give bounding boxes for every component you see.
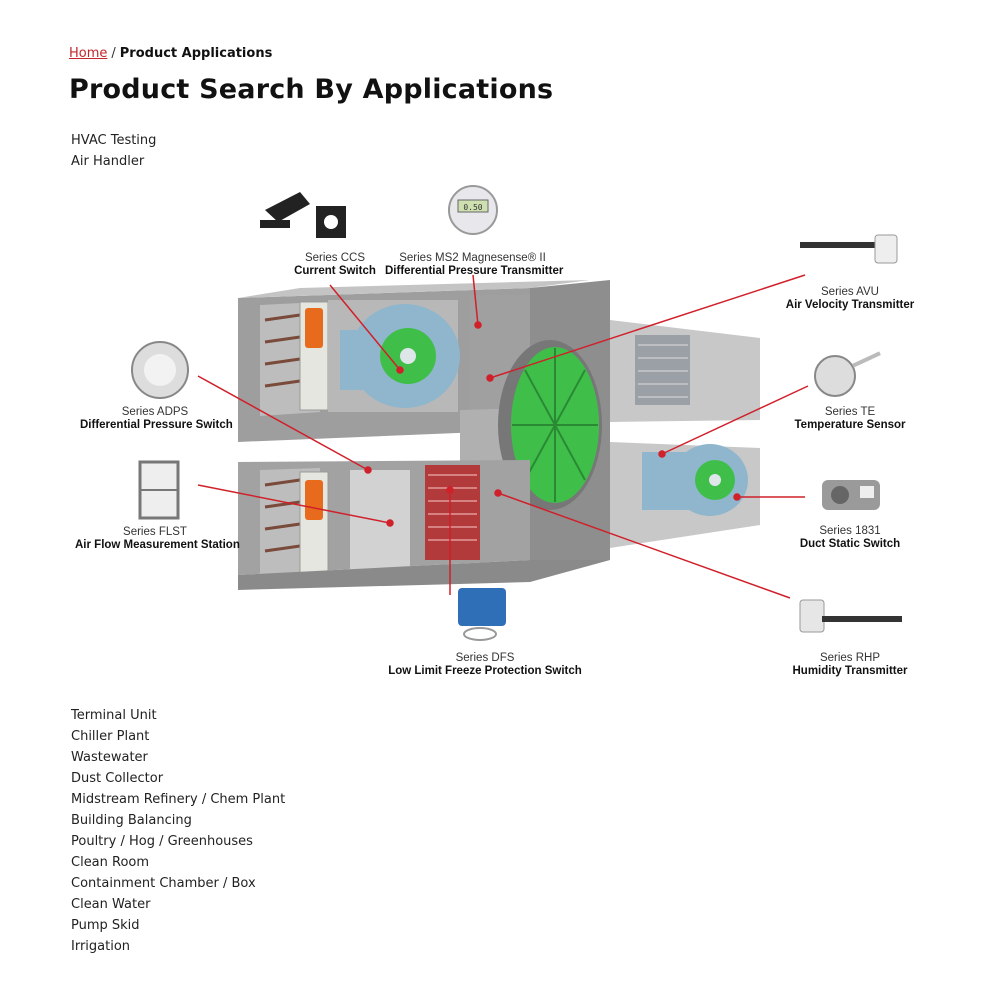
application-link-wastewater[interactable]: Wastewater [71, 750, 148, 765]
application-link-building-balancing[interactable]: Building Balancing [71, 813, 192, 828]
callout-te[interactable]: Series TE Temperature Sensor [785, 406, 915, 432]
application-link-terminal-unit[interactable]: Terminal Unit [71, 708, 157, 723]
s1831-product-icon [822, 480, 880, 510]
callout-adps-series: Series ADPS [121, 406, 189, 418]
callout-te-name: Temperature Sensor [794, 419, 906, 431]
breadcrumb: Home/Product Applications [69, 46, 272, 61]
application-link-hvac-testing[interactable]: HVAC Testing [71, 133, 157, 148]
application-link-pump-skid[interactable]: Pump Skid [71, 918, 140, 933]
flst-product-icon [138, 460, 180, 520]
callout-avu-series: Series AVU [821, 286, 879, 298]
ms2-product-icon [448, 185, 498, 235]
avu-product-icon [800, 234, 898, 264]
page-title: Product Search By Applications [69, 74, 554, 105]
callout-flst[interactable]: Series FLST Air Flow Measurement Station [75, 526, 240, 552]
callout-dfs-name: Low Limit Freeze Protection Switch [388, 665, 582, 677]
rhp-product-icon [799, 599, 902, 633]
application-link-air-handler[interactable]: Air Handler [71, 154, 145, 169]
callout-flst-name: Air Flow Measurement Station [75, 539, 240, 551]
callout-rhp-series: Series RHP [819, 652, 881, 664]
right-upper-duct [610, 320, 760, 422]
callout-1831-series: Series 1831 [819, 525, 881, 537]
lower-duct [238, 460, 610, 590]
application-link-clean-room[interactable]: Clean Room [71, 855, 150, 870]
application-link-midstream-refinery[interactable]: Midstream Refinery / Chem Plant [71, 792, 286, 807]
breadcrumb-current: Product Applications [119, 46, 273, 61]
callout-ms2-series: Series MS2 Magnesense® II [399, 252, 546, 264]
callout-ccs-name: Current Switch [294, 265, 376, 277]
adps-product-icon [131, 341, 189, 399]
damper-actuator-icon-lower [305, 480, 323, 520]
breadcrumb-separator: / [111, 46, 116, 61]
air-handler-diagram: 0.50 Series CCS Current Switch Series MS… [60, 180, 940, 700]
dfs-product-icon [458, 588, 506, 641]
application-link-clean-water[interactable]: Clean Water [71, 897, 151, 912]
callout-ccs-series: Series CCS [304, 252, 366, 264]
air-handler-illustration: 0.50 [131, 185, 902, 641]
callout-1831[interactable]: Series 1831 Duct Static Switch [785, 525, 915, 551]
ccs-product-icon [260, 192, 346, 238]
callout-avu[interactable]: Series AVU Air Velocity Transmitter [785, 286, 915, 312]
center-column [460, 280, 610, 560]
callout-te-series: Series TE [824, 406, 876, 418]
callout-rhp[interactable]: Series RHP Humidity Transmitter [785, 652, 915, 678]
callout-adps-name: Differential Pressure Switch [80, 419, 233, 431]
callout-flst-series: Series FLST [123, 526, 187, 538]
application-link-poultry-hog-greenhouses[interactable]: Poultry / Hog / Greenhouses [71, 834, 253, 849]
heating-coil-icon [425, 465, 480, 560]
upper-duct [238, 280, 590, 442]
callout-dfs[interactable]: Series DFS Low Limit Freeze Protection S… [385, 652, 585, 678]
application-link-irrigation[interactable]: Irrigation [71, 939, 131, 954]
breadcrumb-home-link[interactable]: Home [69, 46, 108, 61]
te-product-icon [814, 351, 881, 397]
right-lower-duct [610, 442, 760, 548]
application-list-bottom: Terminal Unit Chiller Plant Wastewater D… [71, 705, 285, 957]
application-link-containment-chamber[interactable]: Containment Chamber / Box [71, 876, 256, 891]
callout-dfs-series: Series DFS [455, 652, 515, 664]
leader-lines [197, 274, 809, 599]
application-link-chiller-plant[interactable]: Chiller Plant [71, 729, 150, 744]
callout-rhp-name: Humidity Transmitter [792, 665, 908, 677]
damper-actuator-icon [305, 308, 323, 348]
callout-ccs[interactable]: Series CCS Current Switch [270, 252, 400, 278]
callout-ms2[interactable]: Series MS2 Magnesense® II Differential P… [385, 252, 564, 278]
gauge-readout: 0.50 [463, 203, 482, 212]
callout-ms2-name: Differential Pressure Transmitter [385, 265, 564, 277]
application-link-dust-collector[interactable]: Dust Collector [71, 771, 164, 786]
callout-avu-name: Air Velocity Transmitter [785, 299, 915, 311]
callout-1831-name: Duct Static Switch [799, 538, 901, 550]
callout-adps[interactable]: Series ADPS Differential Pressure Switch [80, 406, 233, 432]
application-list-top: HVAC Testing Air Handler [71, 130, 156, 172]
